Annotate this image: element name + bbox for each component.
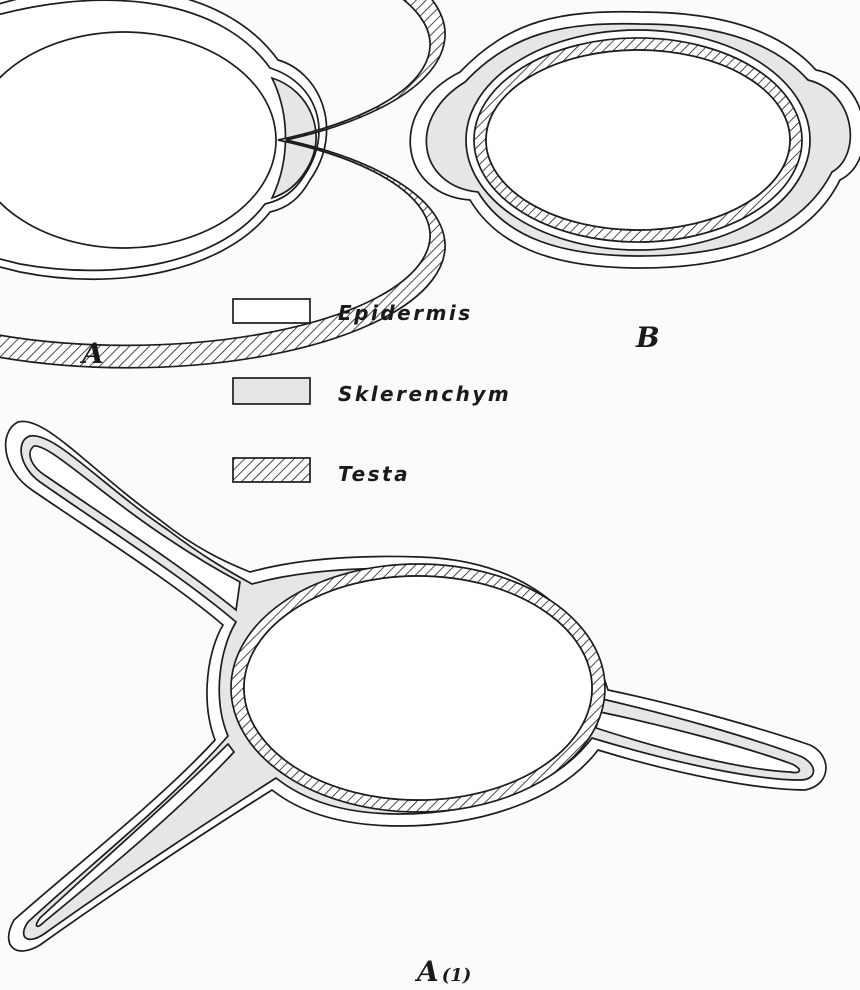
section-b-interior [486, 50, 790, 230]
legend-item-sklerenchym: Sklerenchym [233, 378, 511, 406]
figure-label-a: A [79, 337, 104, 370]
cross-section-b [410, 12, 860, 268]
legend-item-testa: Testa [233, 458, 410, 486]
legend: Epidermis Sklerenchym Testa [233, 299, 511, 486]
legend-swatch-epidermis [233, 299, 310, 323]
figure-label-a1-suffix: (1) [442, 965, 472, 986]
section-a1-interior [244, 576, 592, 800]
legend-label-sklerenchym: Sklerenchym [338, 382, 511, 406]
cross-section-a1 [6, 421, 826, 951]
legend-swatch-sklerenchym [233, 378, 310, 404]
legend-label-testa: Testa [338, 462, 410, 486]
legend-item-epidermis: Epidermis [233, 299, 473, 325]
legend-swatch-testa [233, 458, 310, 482]
legend-label-epidermis: Epidermis [338, 301, 473, 325]
figure-label-a1: A(1) [414, 955, 471, 988]
figure-label-b: B [635, 321, 660, 354]
figure-label-a1-letter: A [414, 955, 439, 988]
